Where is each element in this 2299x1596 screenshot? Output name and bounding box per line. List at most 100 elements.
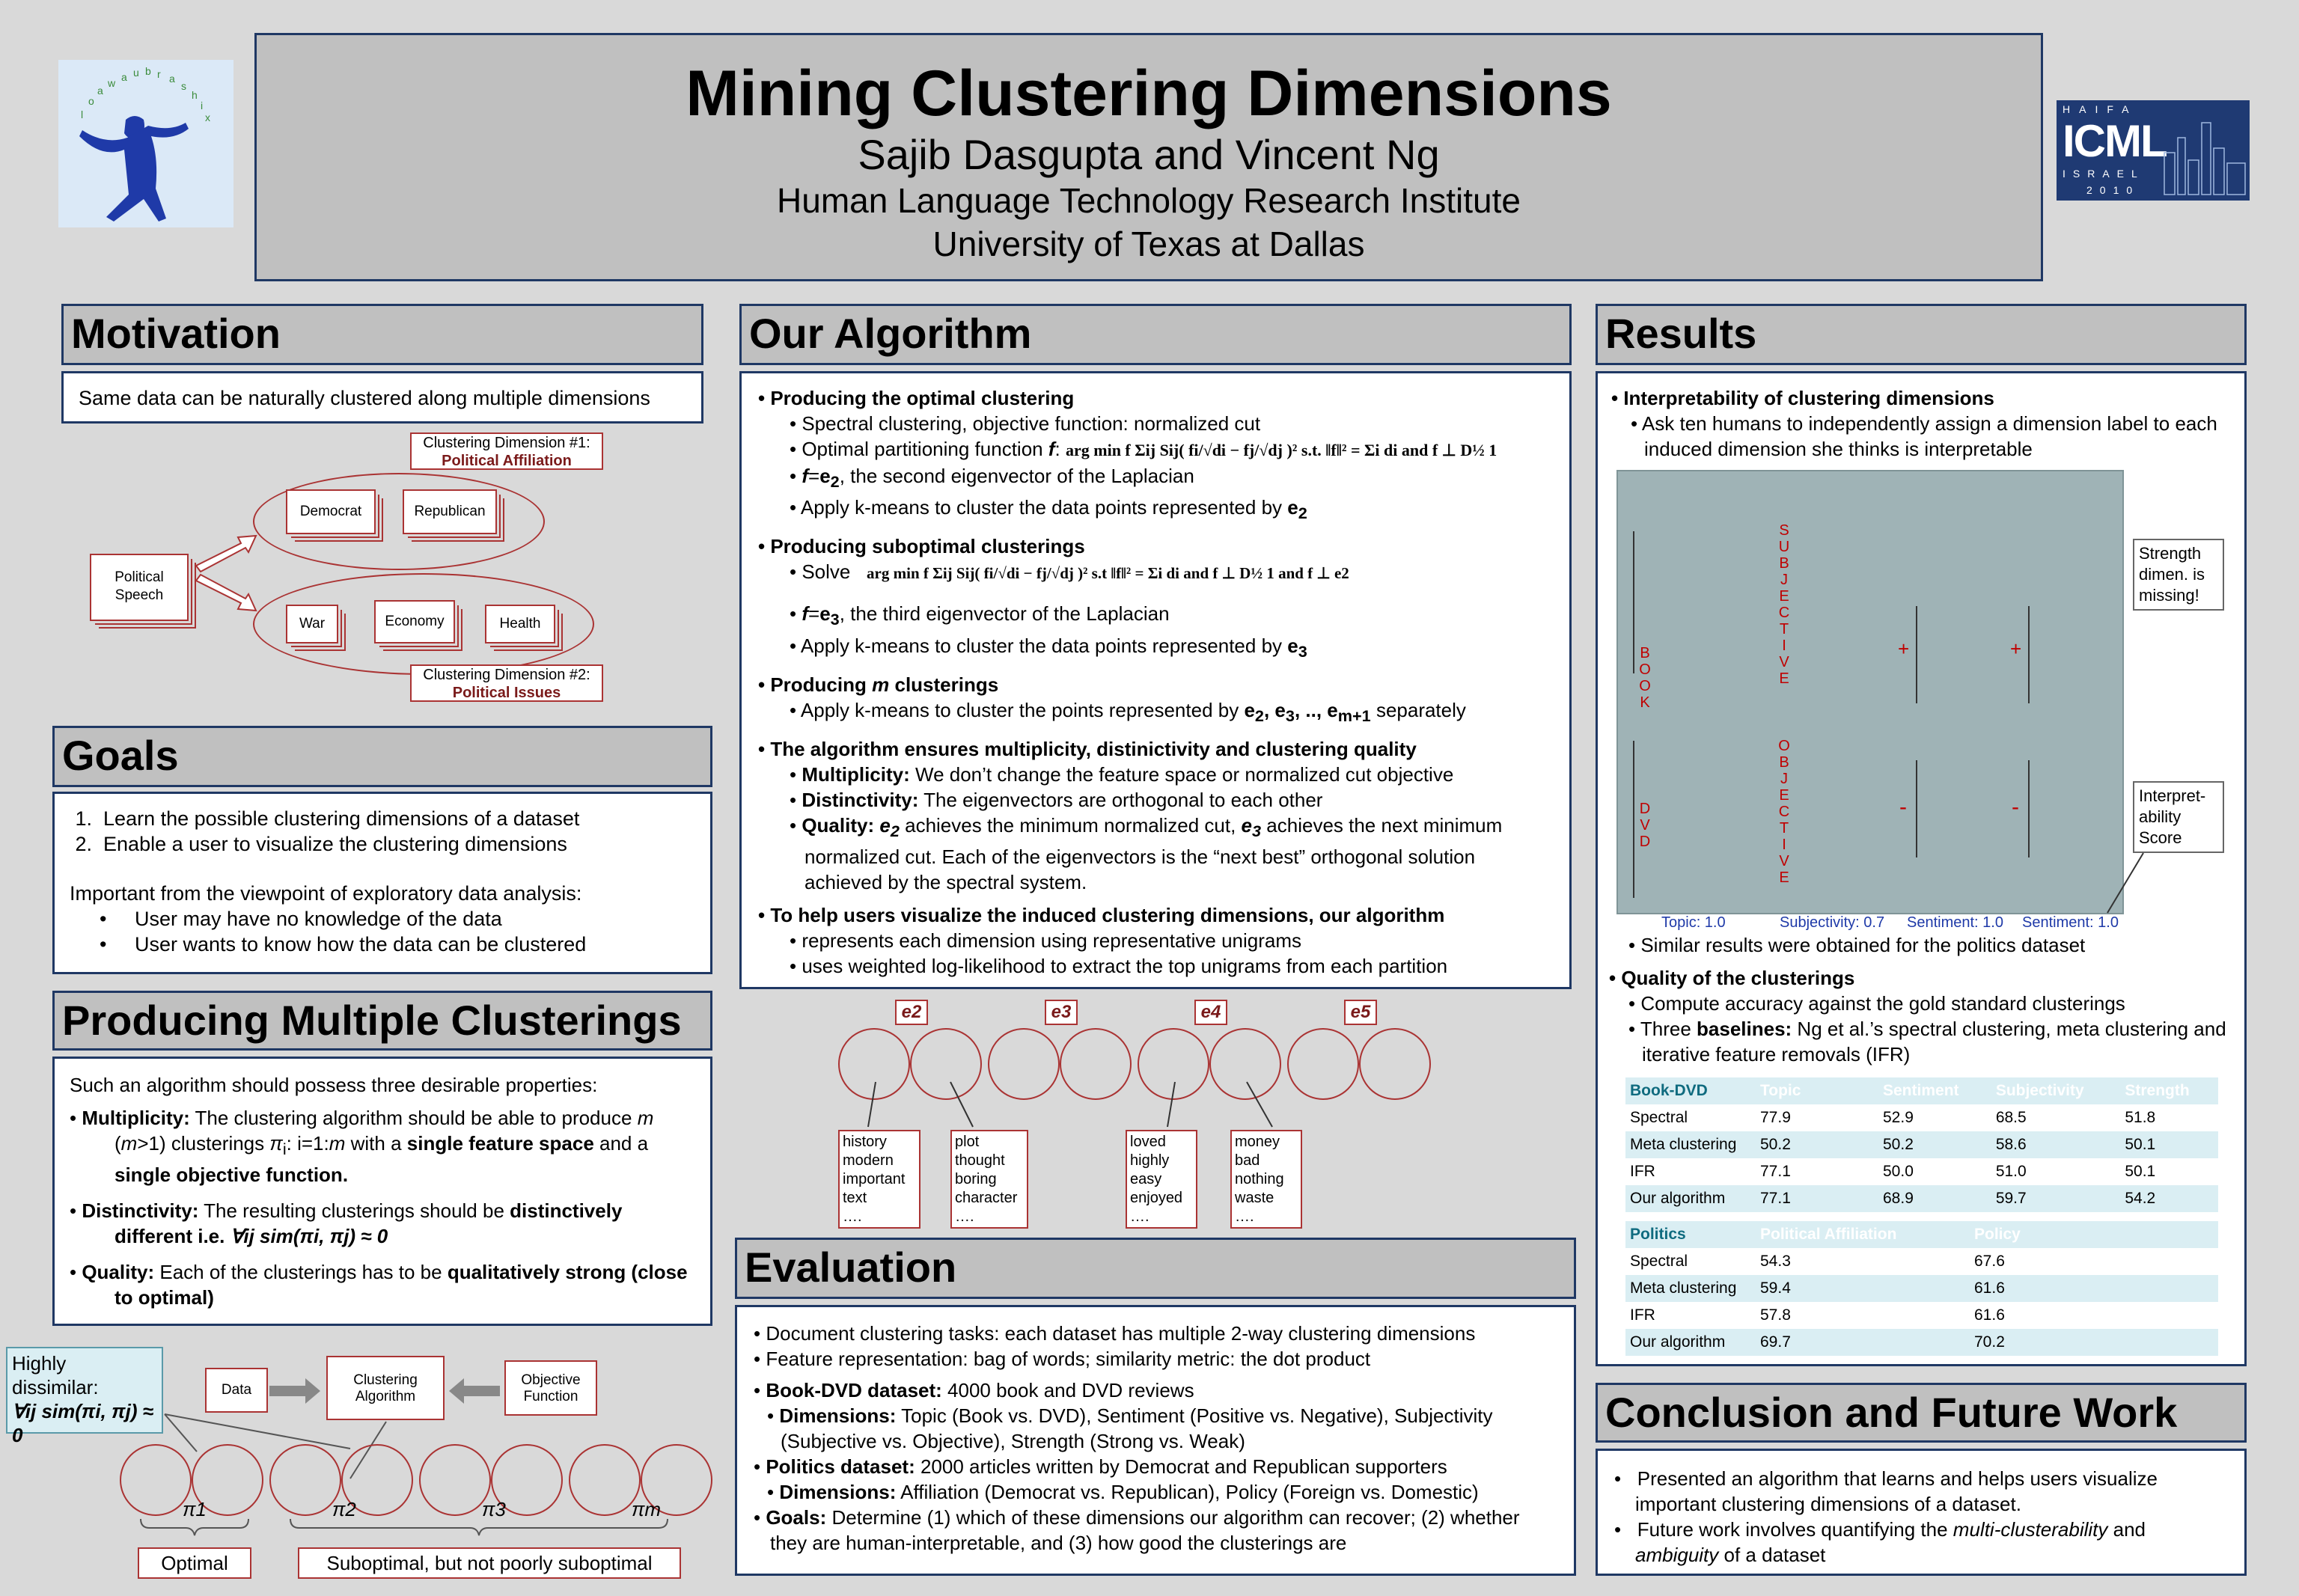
pi2-label: π2 [332, 1498, 356, 1520]
pi1-label: π1 [183, 1498, 207, 1520]
e4-circle-b [1209, 1028, 1281, 1100]
eval-7: Goals: Determine (1) which of these dime… [754, 1505, 1557, 1556]
cluster-diagram: Highly dissimilar: ∀ij sim(πi, πj) ≈ 0 D… [6, 1339, 724, 1586]
svg-text:u: u [133, 67, 139, 79]
optimal-label: Optimal [138, 1547, 251, 1579]
pi2-circle-a [269, 1444, 341, 1516]
formula-1: arg min f Σij Sij( fi/√di − fj/√dj )² s.… [1065, 441, 1497, 459]
conclusion-1: • Presented an algorithm that learns and… [1614, 1467, 2158, 1515]
label-book: BOOK [1637, 645, 1653, 711]
icml-logo: HAIFA ICML ISRAEL 2010 [2057, 100, 2250, 201]
alg-s1a: Spectral clustering, objective function:… [758, 411, 1553, 436]
cluster-health: Health [485, 605, 563, 651]
score-topic: Topic: 1.0 [1661, 914, 1726, 931]
svg-text:h: h [192, 89, 198, 101]
icml-text: ICML [2063, 116, 2168, 166]
svg-text:a: a [121, 71, 127, 83]
pi3-circle-b [491, 1444, 563, 1516]
algorithm-box: Producing the optimal clustering Spectra… [739, 371, 1572, 989]
alg-s4c: Quality: e2 achieves the minimum normali… [758, 813, 1553, 895]
cluster-republican: Republican [403, 489, 504, 542]
svg-text:r: r [157, 68, 161, 80]
eigen-e3: e3 [1045, 1000, 1078, 1025]
eval-6: • Dimensions: Affiliation (Democrat vs. … [767, 1481, 1479, 1503]
label-dvd: DVD [1637, 801, 1653, 850]
poster-authors: Sajib Dasgupta and Vincent Ng [858, 131, 1440, 178]
alg-s4b: Distinctivity: The eigenvectors are orth… [758, 787, 1553, 813]
pim-circle-a [569, 1444, 641, 1516]
results-r1: Interpretability of clustering dimension… [1611, 385, 2231, 411]
political-speech: Political Speech [90, 554, 196, 629]
poster-university: University of Texas at Dallas [932, 224, 1365, 263]
alg-s2: Producing suboptimal clusterings [758, 533, 1553, 559]
e3-circle-b [1060, 1028, 1132, 1100]
plus-2: + [2010, 638, 2022, 660]
title-banner: Mining Clustering Dimensions Sajib Dasgu… [254, 33, 2043, 281]
producing-multiplicity: • Multiplicity: The clustering algorithm… [70, 1107, 654, 1187]
score-sentiment-2: Sentiment: 1.0 [2022, 914, 2119, 931]
suboptimal-label: Suboptimal, but not poorly suboptimal [298, 1547, 681, 1579]
dissimilar-note: Highly dissimilar: ∀ij sim(πi, πj) ≈ 0 [6, 1347, 163, 1446]
results-lower: • Similar results were obtained for the … [1609, 932, 2238, 1067]
dim1-name: Political Affiliation [442, 453, 572, 469]
svg-text:o: o [88, 95, 94, 107]
conclusion-header: Conclusion and Future Work [1596, 1383, 2247, 1443]
callout-score: Interpret-ability Score [2133, 781, 2224, 853]
goal-1: 1. Learn the possible clustering dimensi… [70, 807, 580, 830]
eval-4: • Dimensions: Topic (Book vs. DVD), Sent… [767, 1404, 1493, 1452]
goals-header: Goals [52, 726, 712, 787]
e5-circle-b [1359, 1028, 1431, 1100]
pim-circle-b [641, 1444, 712, 1516]
minus-1: - [1899, 795, 1907, 819]
alg-s1b: Optimal partitioning function f: arg min… [758, 436, 1553, 463]
svg-text:w: w [107, 77, 116, 89]
goal-2: 2. Enable a user to visualize the cluste… [70, 833, 567, 855]
dim2-label: Clustering Dimension #2: [423, 667, 590, 683]
motivation-header: Motivation [61, 304, 703, 365]
poster-institute: Human Language Technology Research Insti… [777, 181, 1521, 220]
label-objective: OBJECTIVE [1776, 738, 1792, 886]
dim2-label-box: Clustering Dimension #2: Political Issue… [410, 664, 603, 702]
algorithm-header: Our Algorithm [739, 304, 1572, 365]
producing-intro: Such an algorithm should possess three d… [70, 1074, 598, 1096]
alg-s1c: f=e2, the second eigenvector of the Lapl… [758, 463, 1553, 495]
label-subjective: SUBJECTIVE [1776, 522, 1792, 687]
alg-s2a: Solve arg min f Σij Sij( fi/√di − fj/√dj… [758, 559, 1553, 601]
pim-label: πm [632, 1498, 662, 1520]
callout-strength: Strength dimen. is missing! [2133, 539, 2224, 611]
alg-s5a: represents each dimension using represen… [758, 928, 1553, 953]
pi3-label: π3 [482, 1498, 506, 1520]
pi3-circle-a [419, 1444, 491, 1516]
alg-s5b: uses weighted log-likelihood to extract … [758, 953, 1553, 979]
results-r2: Quality of the clusterings [1609, 965, 2238, 991]
motivation-diagram: Clustering Dimension #1: Political Affil… [61, 431, 703, 708]
callout-pointer [2107, 852, 2144, 914]
alg-s1: Producing the optimal clustering [758, 385, 1553, 411]
icml-haifa: HAIFA [2063, 103, 2138, 115]
motivation-text-box: Same data can be naturally clustered alo… [61, 371, 703, 424]
score-subjectivity: Subjectivity: 0.7 [1780, 914, 1885, 931]
interpretability-chart: BOOK SUBJECTIVE DVD OBJECTIVE + + - - [1616, 470, 2124, 914]
alg-s4: The algorithm ensures multiplicity, dist… [758, 736, 1553, 762]
svg-text:x: x [205, 111, 210, 123]
minus-2: - [2012, 795, 2019, 819]
braces [140, 1518, 668, 1536]
pi2-circle-b [341, 1444, 413, 1516]
plus-1: + [1898, 638, 1910, 660]
evaluation-box: Document clustering tasks: each dataset … [735, 1305, 1576, 1576]
conclusion-box: • Presented an algorithm that learns and… [1596, 1449, 2247, 1576]
dim1-label: Clustering Dimension #1: [423, 435, 590, 451]
dim2-name: Political Issues [452, 685, 561, 701]
